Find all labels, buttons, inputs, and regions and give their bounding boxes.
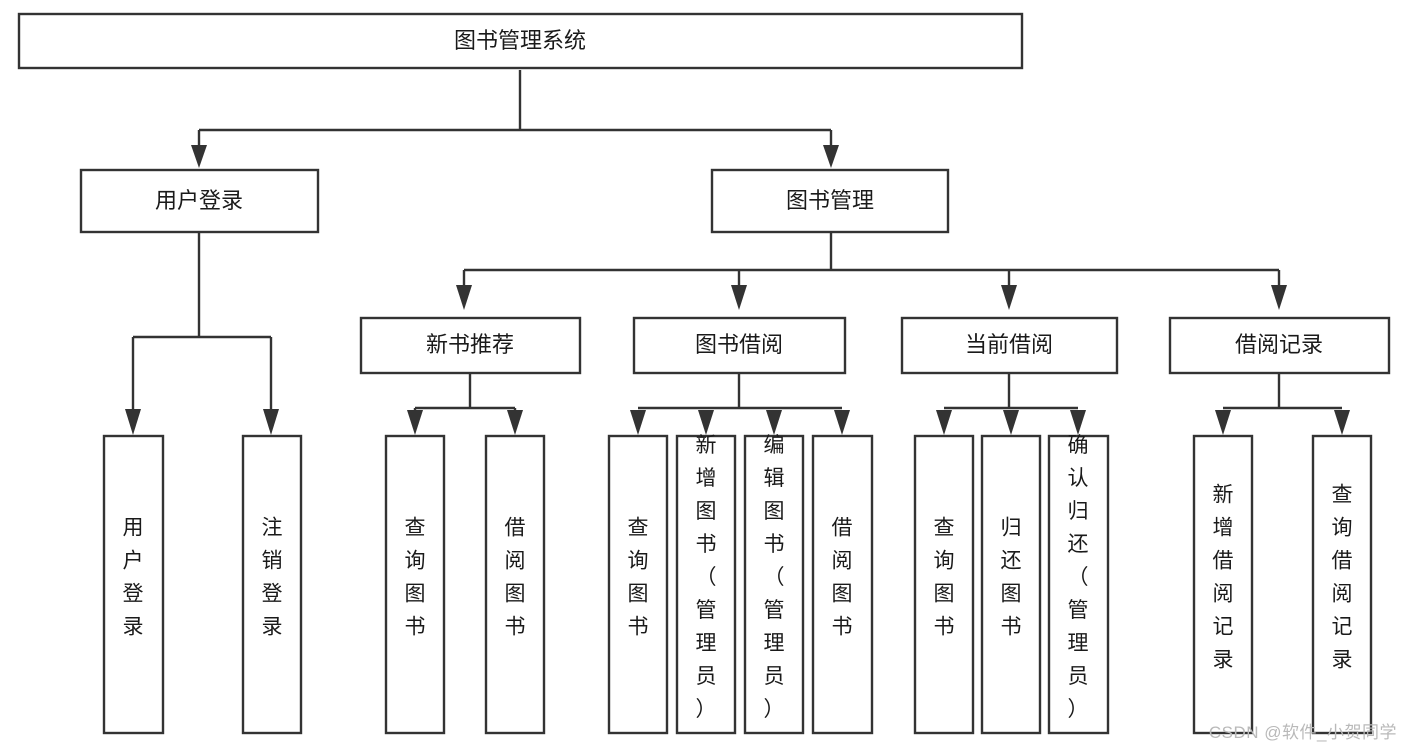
arrow-head-leaf-confirm-return bbox=[1070, 410, 1086, 435]
node-leaf-add-book[interactable]: 新增图书（管理员） bbox=[675, 434, 737, 735]
arrow-head-leaf-add-record bbox=[1215, 410, 1231, 435]
connector-group-currentborrow-to-leaves bbox=[936, 373, 1086, 435]
node-leaf-user-logout-box[interactable] bbox=[241, 434, 303, 735]
node-book-manage-label: 图书管理 bbox=[786, 188, 874, 213]
arrow-head-leaf-add-book bbox=[698, 410, 714, 435]
node-leaf-query-record-label: 查询借阅记录 bbox=[1332, 484, 1353, 672]
node-leaf-borrow-book-1[interactable]: 借阅图书 bbox=[484, 434, 546, 735]
node-leaf-confirm-return-box[interactable] bbox=[1047, 434, 1110, 735]
node-leaf-add-book-label: 新增图书（管理员） bbox=[696, 434, 717, 721]
node-user-login-box[interactable] bbox=[79, 168, 320, 234]
arrow-head-book-manage bbox=[823, 145, 839, 168]
node-leaf-confirm-return[interactable]: 确认归还（管理员） bbox=[1047, 434, 1110, 735]
node-borrow-record-box[interactable] bbox=[1168, 316, 1391, 375]
node-leaf-user-logout[interactable]: 注销登录 bbox=[241, 434, 303, 735]
connector-group-newbook-to-leaves bbox=[407, 373, 523, 435]
node-leaf-query-book-1-label: 查询图书 bbox=[405, 517, 426, 639]
node-leaf-query-record[interactable]: 查询借阅记录 bbox=[1311, 434, 1373, 735]
arrow-head-user-login bbox=[191, 145, 207, 168]
node-leaf-borrow-book-2[interactable]: 借阅图书 bbox=[811, 434, 874, 735]
node-new-book-recommend-box[interactable] bbox=[359, 316, 582, 375]
arrow-head-leaf-user-logout bbox=[263, 409, 279, 435]
node-current-borrow-label: 当前借阅 bbox=[965, 332, 1053, 357]
arrow-head-leaf-query-book-2 bbox=[630, 410, 646, 435]
arrow-head-leaf-user-login bbox=[125, 409, 141, 435]
node-new-book-recommend[interactable]: 新书推荐 bbox=[359, 316, 582, 375]
arrow-head-new-book-recommend bbox=[456, 285, 472, 310]
node-root[interactable]: 图书管理系统 bbox=[17, 12, 1024, 70]
node-leaf-query-book-3[interactable]: 查询图书 bbox=[913, 434, 975, 735]
node-book-borrow-box[interactable] bbox=[632, 316, 847, 375]
node-leaf-user-login-label: 用户登录 bbox=[123, 517, 144, 639]
node-leaf-confirm-return-label: 确认归还（管理员） bbox=[1068, 434, 1089, 721]
node-leaf-query-book-1-box[interactable] bbox=[384, 434, 446, 735]
node-leaf-add-book-box[interactable] bbox=[675, 434, 737, 735]
node-leaf-borrow-book-1-label: 借阅图书 bbox=[505, 517, 526, 639]
node-leaf-query-book-1[interactable]: 查询图书 bbox=[384, 434, 446, 735]
node-leaf-return-book[interactable]: 归还图书 bbox=[980, 434, 1042, 735]
node-borrow-record-label: 借阅记录 bbox=[1235, 332, 1323, 357]
arrow-head-borrow-record bbox=[1271, 285, 1287, 310]
node-book-borrow-label: 图书借阅 bbox=[695, 332, 783, 357]
arrow-head-current-borrow bbox=[1001, 285, 1017, 310]
node-borrow-record[interactable]: 借阅记录 bbox=[1168, 316, 1391, 375]
node-user-login-label: 用户登录 bbox=[155, 188, 243, 213]
node-user-login[interactable]: 用户登录 bbox=[79, 168, 320, 234]
node-leaf-edit-book-label: 编辑图书（管理员） bbox=[764, 434, 785, 721]
node-leaf-query-book-2[interactable]: 查询图书 bbox=[607, 434, 669, 735]
connector-group-bookmanage-to-level3 bbox=[456, 232, 1287, 310]
arrow-head-book-borrow bbox=[731, 285, 747, 310]
node-current-borrow-box[interactable] bbox=[900, 316, 1119, 375]
arrow-head-leaf-query-book-1 bbox=[407, 410, 423, 435]
node-book-manage[interactable]: 图书管理 bbox=[710, 168, 950, 234]
arrow-head-leaf-borrow-book-2 bbox=[834, 410, 850, 435]
connector-group-bookborrow-to-leaves bbox=[630, 373, 850, 435]
node-current-borrow[interactable]: 当前借阅 bbox=[900, 316, 1119, 375]
arrow-head-leaf-query-book-3 bbox=[936, 410, 952, 435]
node-leaf-add-record[interactable]: 新增借阅记录 bbox=[1192, 434, 1254, 735]
node-book-borrow[interactable]: 图书借阅 bbox=[632, 316, 847, 375]
node-leaf-user-login-box[interactable] bbox=[102, 434, 165, 735]
connector-group-userlogin-to-leaves bbox=[125, 232, 279, 435]
node-leaf-user-login[interactable]: 用户登录 bbox=[102, 434, 165, 735]
node-leaf-add-record-box[interactable] bbox=[1192, 434, 1254, 735]
node-leaf-user-logout-label: 注销登录 bbox=[262, 517, 283, 639]
node-leaf-edit-book[interactable]: 编辑图书（管理员） bbox=[743, 434, 805, 735]
connector-group-root-to-level2 bbox=[191, 70, 839, 168]
csdn-watermark: CSDN @软件_小贺同学 bbox=[1208, 723, 1397, 742]
arrow-head-leaf-borrow-book-1 bbox=[507, 410, 523, 435]
node-book-manage-box[interactable] bbox=[710, 168, 950, 234]
arrow-head-leaf-edit-book bbox=[766, 410, 782, 435]
node-leaf-return-book-label: 归还图书 bbox=[1001, 517, 1022, 639]
node-leaf-return-book-box[interactable] bbox=[980, 434, 1042, 735]
node-new-book-recommend-label: 新书推荐 bbox=[426, 332, 514, 357]
arrow-head-leaf-query-record bbox=[1334, 410, 1350, 435]
node-leaf-query-book-3-label: 查询图书 bbox=[934, 517, 955, 639]
node-leaf-add-record-label: 新增借阅记录 bbox=[1213, 484, 1234, 672]
connector-group-borrowrecord-to-leaves bbox=[1215, 373, 1350, 435]
node-leaf-borrow-book-2-box[interactable] bbox=[811, 434, 874, 735]
node-leaf-query-record-box[interactable] bbox=[1311, 434, 1373, 735]
node-leaf-borrow-book-1-box[interactable] bbox=[484, 434, 546, 735]
node-leaf-borrow-book-2-label: 借阅图书 bbox=[832, 517, 853, 639]
node-leaf-edit-book-box[interactable] bbox=[743, 434, 805, 735]
arrow-head-leaf-return-book bbox=[1003, 410, 1019, 435]
node-leaf-query-book-2-label: 查询图书 bbox=[628, 517, 649, 639]
node-leaf-query-book-2-box[interactable] bbox=[607, 434, 669, 735]
node-root-box[interactable] bbox=[17, 12, 1024, 70]
node-root-label: 图书管理系统 bbox=[454, 28, 586, 53]
node-leaf-query-book-3-box[interactable] bbox=[913, 434, 975, 735]
